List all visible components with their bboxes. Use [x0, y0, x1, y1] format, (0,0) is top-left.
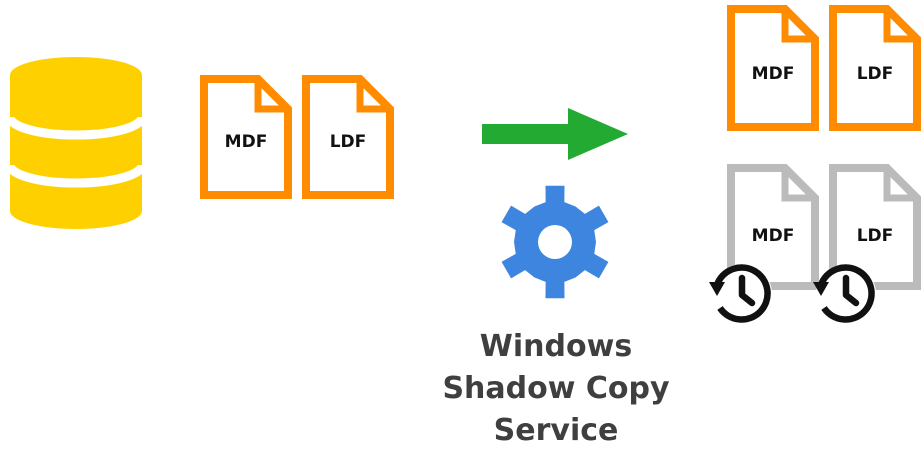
- copy-mdf-label: MDF: [751, 64, 795, 84]
- copy-ldf-file-icon: [829, 5, 921, 131]
- source-mdf-label: MDF: [224, 132, 268, 152]
- snapshot-mdf-file-icon: [727, 164, 819, 290]
- snapshot-mdf-label: MDF: [751, 226, 795, 246]
- snapshot-ldf-label: LDF: [856, 226, 894, 246]
- history-icon: [709, 264, 772, 324]
- service-label: Windows Shadow Copy Service: [430, 326, 682, 452]
- service-label-line-3: Service: [493, 413, 619, 448]
- copy-ldf-label: LDF: [856, 64, 894, 84]
- arrow-right-icon: [482, 108, 628, 160]
- database-icon: [8, 57, 144, 229]
- gear-icon: [501, 185, 609, 299]
- source-ldf-label: LDF: [329, 132, 367, 152]
- service-label-line-2: Shadow Copy: [442, 371, 670, 406]
- source-mdf-file-icon: [200, 75, 292, 199]
- history-icon: [813, 264, 876, 324]
- snapshot-ldf-file-icon: [829, 164, 921, 290]
- source-ldf-file-icon: [302, 75, 394, 199]
- service-label-line-1: Windows: [479, 329, 633, 364]
- copy-mdf-file-icon: [727, 5, 819, 131]
